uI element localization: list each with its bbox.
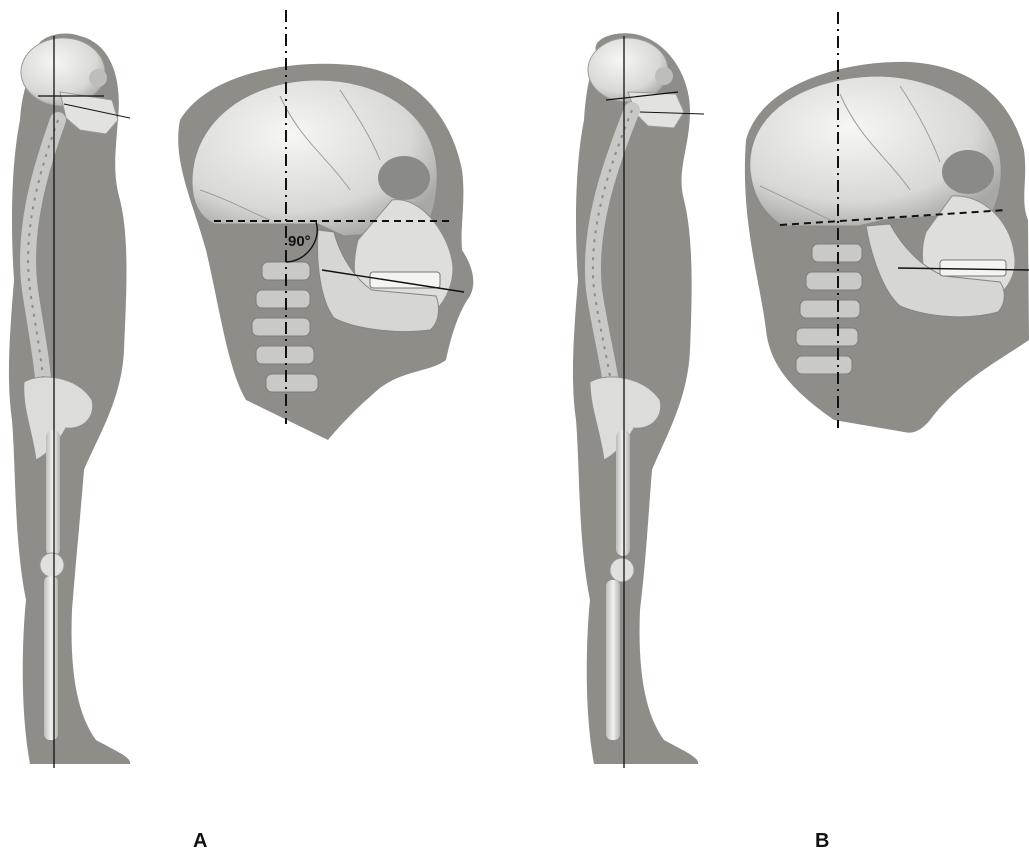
panel-label-a: A [193,830,207,853]
orbit-b [942,150,994,194]
panel-b-head-detail [745,12,1029,433]
tibia-a [44,576,58,740]
teeth-b [940,260,1006,276]
orbit-b-small [655,67,673,85]
femur-a [46,430,60,556]
panel-b-full-body [573,33,704,768]
knee-b [610,558,634,582]
orbit-a [378,156,430,200]
panel-a-full-body [9,33,130,768]
angle-label-a: 90° [288,233,311,250]
teeth-a [370,272,440,288]
knee-a [40,553,64,577]
orbit-a-small [89,69,107,87]
tibia-b [606,580,620,740]
femur-b [616,430,630,556]
panel-label-b: B [815,830,829,853]
panel-a-head-detail: 90° [178,10,473,440]
